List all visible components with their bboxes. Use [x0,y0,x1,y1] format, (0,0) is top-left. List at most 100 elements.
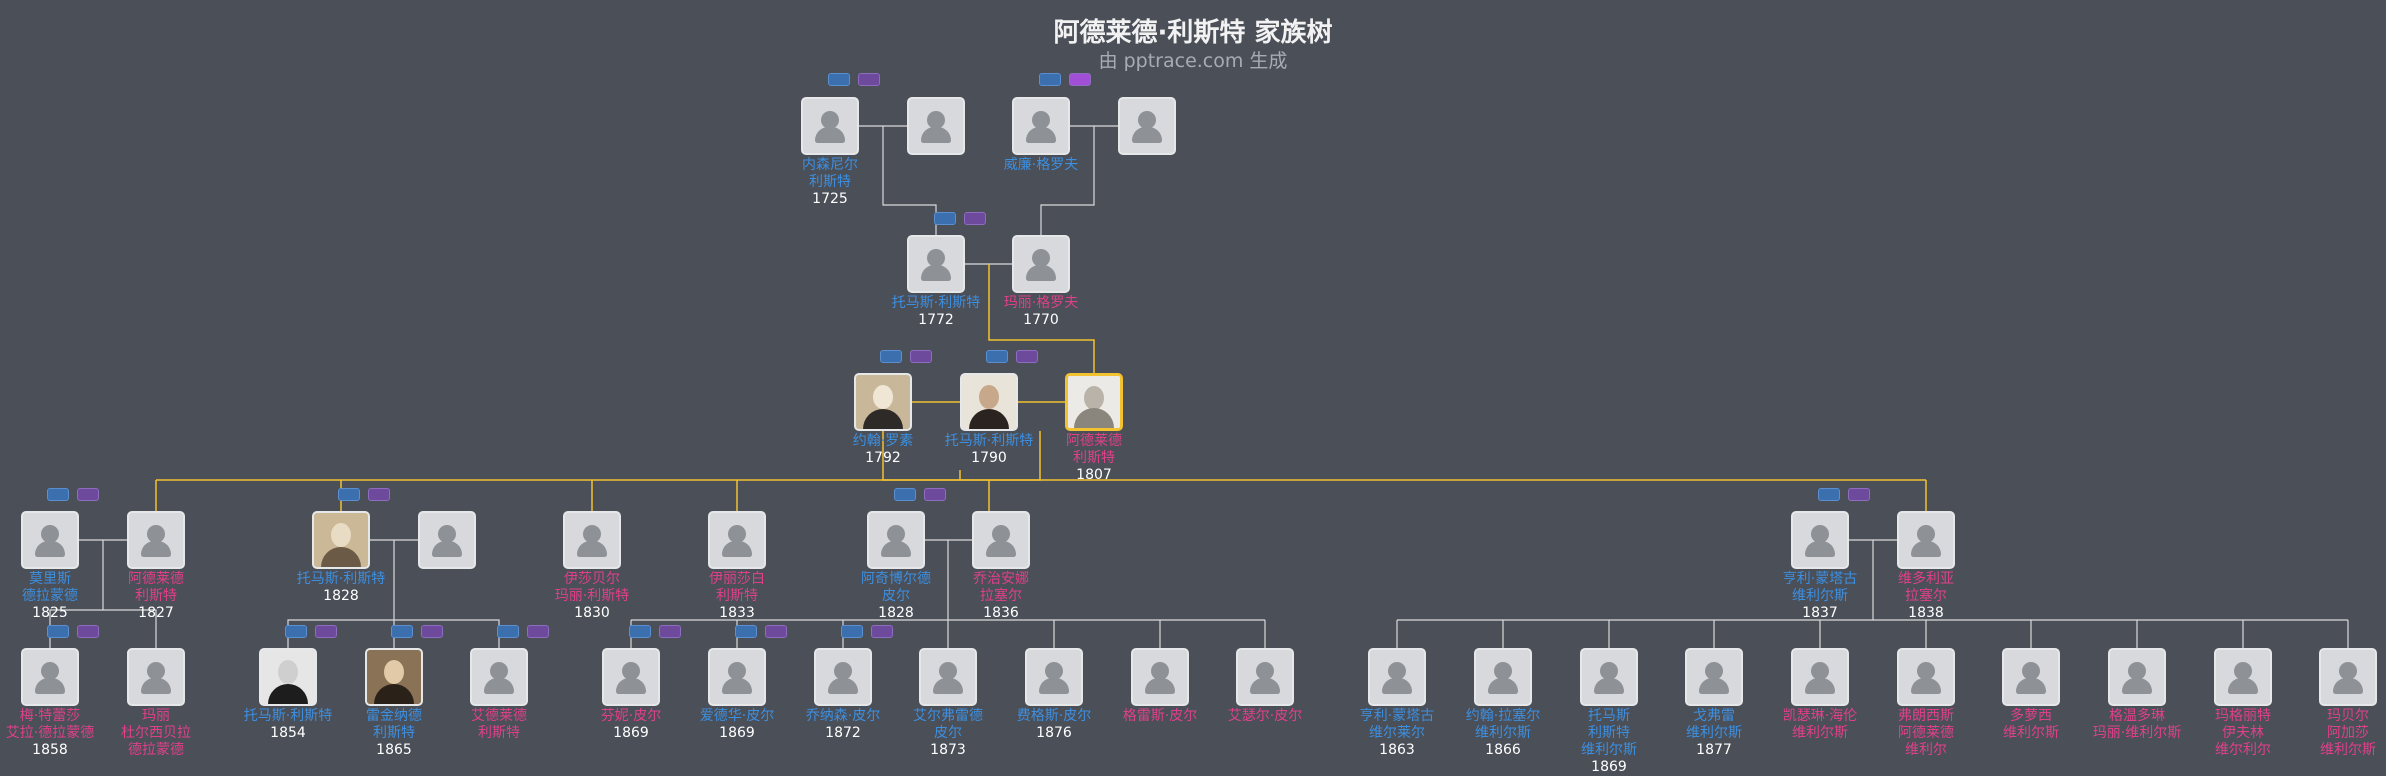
expand-descendants-toggle[interactable] [659,625,681,638]
expand-ancestors-toggle[interactable] [841,625,863,638]
person-label: 玛丽杜尔西贝拉德拉蒙德 [86,708,226,759]
person-card[interactable] [2108,648,2166,706]
person-card[interactable] [814,648,872,706]
person-card[interactable] [907,97,965,155]
person-card[interactable] [2214,648,2272,706]
expand-ancestors-toggle[interactable] [880,350,902,363]
person-card[interactable] [1012,235,1070,293]
person-silhouette-icon [1032,111,1050,129]
expand-descendants-toggle[interactable] [315,625,337,638]
person-name: 阿德莱德 [1898,725,1954,741]
person-label: 玛格丽特伊夫林维尔利尔 [2173,708,2313,759]
expand-ancestors-toggle[interactable] [894,488,916,501]
expand-descendants-toggle[interactable] [421,625,443,638]
expand-descendants-toggle[interactable] [924,488,946,501]
person-name: 利斯特 [135,588,177,604]
person-card[interactable] [312,511,370,569]
person-card[interactable] [418,511,476,569]
expand-descendants-toggle[interactable] [1069,73,1091,86]
expand-ancestors-toggle[interactable] [629,625,651,638]
person-silhouette-icon [1388,662,1406,680]
expand-ancestors-toggle[interactable] [986,350,1008,363]
person-card[interactable] [867,511,925,569]
person-card[interactable] [1474,648,1532,706]
person-card[interactable] [21,511,79,569]
expand-ancestors-toggle[interactable] [735,625,757,638]
person-card[interactable] [1131,648,1189,706]
person-card[interactable] [1897,648,1955,706]
person-name: 伊莎贝尔 [564,571,620,587]
person-name: 皮尔 [882,588,910,604]
person-card[interactable] [1118,97,1176,155]
person-card[interactable] [2002,648,2060,706]
person-silhouette-icon [2339,662,2357,680]
person-silhouette-icon [834,662,852,680]
expand-ancestors-toggle[interactable] [828,73,850,86]
person-card[interactable] [259,648,317,706]
person-card[interactable] [1065,373,1123,431]
person-card[interactable] [907,235,965,293]
person-silhouette-icon [141,678,171,694]
person-silhouette-icon [939,662,957,680]
expand-descendants-toggle[interactable] [77,625,99,638]
expand-descendants-toggle[interactable] [910,350,932,363]
person-card[interactable] [1025,648,1083,706]
expand-ancestors-toggle[interactable] [391,625,413,638]
person-card[interactable] [365,648,423,706]
expand-ancestors-toggle[interactable] [47,488,69,501]
person-card[interactable] [127,511,185,569]
person-card[interactable] [563,511,621,569]
portrait-photo [367,650,421,704]
person-silhouette-icon [1026,265,1056,281]
birth-year: 1869 [613,725,649,741]
person-card[interactable] [602,648,660,706]
expand-ancestors-toggle[interactable] [338,488,360,501]
person-card[interactable] [1580,648,1638,706]
expand-ancestors-toggle[interactable] [285,625,307,638]
person-card[interactable] [1791,511,1849,569]
person-card[interactable] [2319,648,2377,706]
person-card[interactable] [960,373,1018,431]
expand-descendants-toggle[interactable] [527,625,549,638]
expand-ancestors-toggle[interactable] [1039,73,1061,86]
person-card[interactable] [972,511,1030,569]
person-name: 阿德莱德 [128,571,184,587]
person-card[interactable] [919,648,977,706]
person-card[interactable] [127,648,185,706]
person-card[interactable] [854,373,912,431]
expand-descendants-toggle[interactable] [368,488,390,501]
expand-ancestors-toggle[interactable] [47,625,69,638]
person-card[interactable] [1791,648,1849,706]
person-silhouette-icon [986,541,1016,557]
expand-descendants-toggle[interactable] [1848,488,1870,501]
parent-child-line [394,619,500,648]
expand-ancestors-toggle[interactable] [1818,488,1840,501]
expand-ancestors-toggle[interactable] [934,212,956,225]
expand-descendants-toggle[interactable] [964,212,986,225]
expand-descendants-toggle[interactable] [871,625,893,638]
person-card[interactable] [801,97,859,155]
expand-descendants-toggle[interactable] [1016,350,1038,363]
birth-year: 1872 [825,725,861,741]
person-card[interactable] [708,648,766,706]
person-card[interactable] [1368,648,1426,706]
person-name: 约翰·拉塞尔 [1465,708,1541,724]
person-name: 亨利·蒙塔古 [1782,571,1858,587]
person-card[interactable] [708,511,766,569]
expand-descendants-toggle[interactable] [858,73,880,86]
person-card[interactable] [1236,648,1294,706]
expand-descendants-toggle[interactable] [765,625,787,638]
person-card[interactable] [1012,97,1070,155]
expand-descendants-toggle[interactable] [77,488,99,501]
person-card[interactable] [21,648,79,706]
person-card[interactable] [1897,511,1955,569]
person-card[interactable] [1685,648,1743,706]
person-card[interactable] [470,648,528,706]
expand-ancestors-toggle[interactable] [497,625,519,638]
